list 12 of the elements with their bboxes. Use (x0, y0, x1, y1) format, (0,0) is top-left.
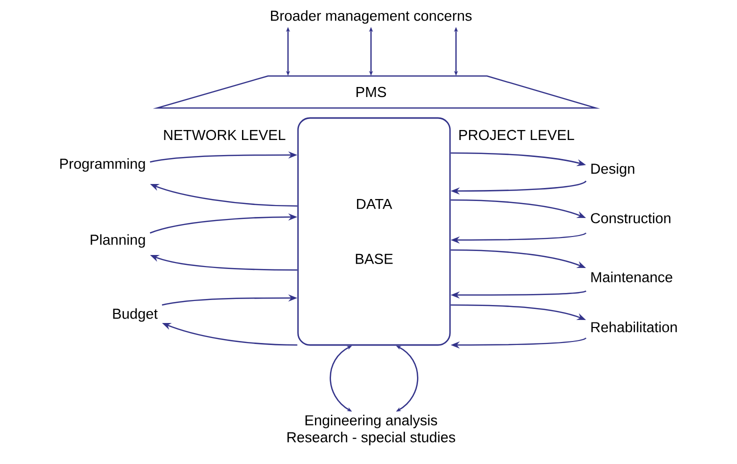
activity-label: Planning (90, 234, 145, 248)
level-label: NETWORK LEVEL (164, 130, 286, 140)
database-box: DATA BASE (297, 117, 451, 346)
activity-label: Design (591, 163, 634, 177)
text-label: Broader management concerns (271, 10, 472, 24)
level-label: PROJECT LEVEL (459, 130, 574, 140)
activity-label: Maintenance (591, 272, 672, 282)
activity-label: Programming (60, 158, 145, 172)
activity-label: Budget (113, 308, 158, 322)
activity-label: Rehabilitation (591, 322, 677, 332)
text-label: Engineering analysis Research - special studies (287, 414, 456, 446)
activity-label: Construction (590, 212, 670, 224)
